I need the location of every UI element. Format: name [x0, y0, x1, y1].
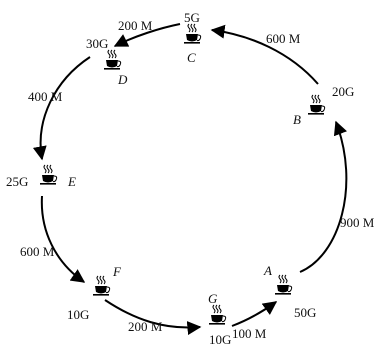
- node-g: G 10G: [208, 291, 231, 346]
- edge-label-b-c: 600 M: [266, 31, 301, 46]
- node-size-b: 20G: [332, 84, 354, 99]
- node-size-f: 10G: [67, 307, 89, 322]
- node-size-c: 5G: [184, 10, 200, 25]
- node-size-d: 30G: [86, 36, 108, 51]
- edge-g-a: [231, 301, 278, 327]
- edge-c-d: [113, 23, 181, 47]
- edge-f-g: [104, 299, 202, 336]
- coffee-cup-icon: [274, 274, 293, 296]
- coffee-cup-icon: [103, 49, 122, 71]
- node-size-g: 10G: [209, 332, 231, 346]
- node-letter-b: B: [293, 112, 301, 127]
- node-a: A 50G: [263, 263, 316, 320]
- node-f: F 10G: [67, 264, 122, 322]
- edge-label-a-b: 900 M: [340, 215, 374, 230]
- coffee-cup-icon: [183, 23, 202, 45]
- node-d: 30G D: [86, 36, 128, 87]
- edge-label-e-f: 600 M: [20, 244, 55, 259]
- node-letter-c-visible: C: [187, 50, 196, 65]
- edge-d-e: [32, 56, 91, 161]
- node-e: 25G E: [6, 164, 76, 189]
- edge-label-c-d: 200 M: [118, 18, 153, 33]
- node-letter-f: F: [112, 264, 122, 279]
- node-letter-a: A: [263, 263, 272, 278]
- node-letter-e: E: [67, 174, 76, 189]
- edge-label-f-g: 200 M: [128, 319, 163, 334]
- node-letter-g: G: [208, 291, 218, 306]
- node-b: B 20G: [293, 84, 354, 127]
- coffee-cup-icon: [208, 304, 227, 326]
- coffee-cup-icon: [92, 275, 111, 297]
- coffee-cup-icon: [307, 94, 326, 116]
- edge-label-g-a: 100 M: [232, 326, 267, 341]
- coffee-cup-icon: [39, 164, 58, 186]
- node-c: 5G C: [183, 10, 202, 65]
- edge-e-f: [40, 195, 86, 283]
- edge-b-c: [210, 24, 319, 85]
- edge-a-b: [299, 120, 348, 273]
- node-letter-d: D: [117, 72, 128, 87]
- node-size-a: 50G: [294, 305, 316, 320]
- node-size-e: 25G: [6, 174, 28, 189]
- edge-label-d-e: 400 M: [28, 89, 63, 104]
